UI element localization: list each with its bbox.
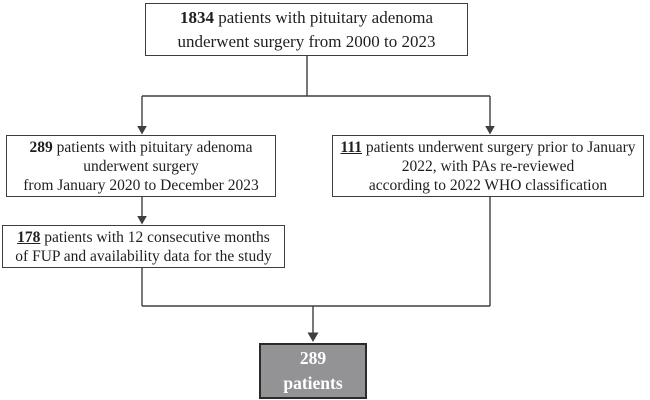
- patient-count: 178: [17, 228, 41, 246]
- box-text: patients underwent surgery prior to Janu…: [362, 138, 636, 156]
- box-text-line: 111 patients underwent surgery prior to …: [340, 138, 635, 157]
- box-text-line: underwent surgery: [83, 157, 199, 175]
- final-count: 289: [299, 348, 327, 368]
- box-text-line: 2022, with PAs re-reviewed: [401, 157, 575, 175]
- arrowhead-right-box: [485, 126, 495, 135]
- patient-count: 1834: [179, 7, 214, 27]
- box-text-line: of FUP and availability data for the stu…: [15, 247, 272, 265]
- flow-box-fup-eligible: 178 patients with 12 consecutive months …: [2, 225, 285, 268]
- flow-box-recent-surgery: 289 patients with pituitary adenoma unde…: [6, 135, 276, 197]
- arrowhead-fup-box: [137, 216, 147, 225]
- patient-count: 111: [340, 138, 363, 156]
- box-text: patients with 12 consecutive months: [40, 228, 270, 246]
- final-label: patients: [283, 373, 343, 393]
- arrowhead-final-box: [307, 332, 319, 342]
- box-text-line: according to 2022 WHO classification: [368, 176, 608, 194]
- box-text: patients with pituitary adenoma: [52, 138, 253, 156]
- box-text: patients with pituitary adenoma: [213, 7, 434, 27]
- patient-count: 289: [29, 138, 53, 156]
- flow-box-rereviewed-who: 111 patients underwent surgery prior to …: [332, 135, 644, 197]
- flow-box-final-cohort: 289 patients: [259, 343, 367, 399]
- box-text-line: underwent surgery from 2000 to 2023: [177, 31, 436, 51]
- box-text-line: from January 2020 to December 2023: [23, 176, 259, 194]
- box-text-line: 178 patients with 12 consecutive months: [17, 228, 270, 247]
- arrowhead-left-box: [137, 126, 147, 135]
- box-text-line: 1834 patients with pituitary adenoma: [180, 6, 433, 30]
- flow-box-total-patients: 1834 patients with pituitary adenoma und…: [145, 3, 468, 56]
- box-text-line: 289 patients with pituitary adenoma: [30, 138, 253, 157]
